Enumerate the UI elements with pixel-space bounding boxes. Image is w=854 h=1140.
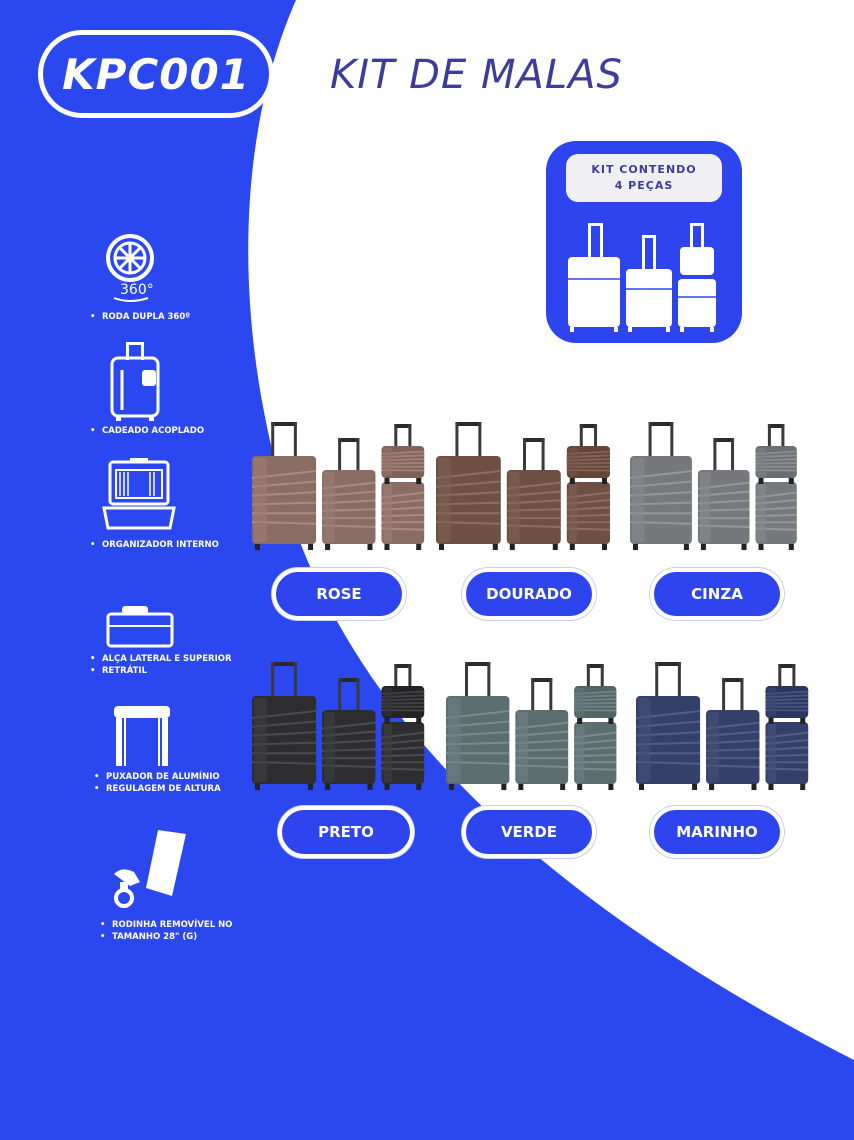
suitcase-vanity <box>566 424 611 484</box>
kit-label-line1: KIT CONTENDO <box>591 163 697 176</box>
wheel-360-icon: 360° <box>106 234 154 302</box>
suitcase-vanity <box>381 424 425 484</box>
suitcase-large <box>251 422 317 550</box>
product-code: KPC001 <box>62 49 250 99</box>
feature-organizer: ORGANIZADOR INTERNO <box>90 458 219 551</box>
luggage-set-cinza <box>629 422 797 550</box>
handle-icon <box>106 606 174 648</box>
feature-label-line2: TAMANHO 28" (G) <box>100 932 197 943</box>
feature-padlock: CADEADO ACOPLADO <box>90 340 204 437</box>
suitcase-vanity <box>755 424 797 484</box>
feature-wheel-360: 360° RODA DUPLA 360º <box>90 228 190 323</box>
feature-label-line2: RETRÁTIL <box>90 666 147 677</box>
suitcase-vanity <box>765 664 809 724</box>
color-button-rose[interactable]: ROSE <box>272 568 406 620</box>
suitcase-medium <box>321 678 376 790</box>
telescopic-handle-icon <box>114 706 170 766</box>
feature-label: RODA DUPLA 360º <box>90 312 190 323</box>
suitcase-medium <box>515 678 569 790</box>
suitcase-large <box>635 662 701 790</box>
suitcase-medium <box>705 678 760 790</box>
open-suitcase-icon <box>102 458 176 530</box>
suitcase-vanity <box>574 664 617 724</box>
page-title: KIT DE MALAS <box>330 52 623 98</box>
suitcase-large <box>445 662 510 790</box>
luggage-set-marinho <box>635 662 809 790</box>
feature-label-line1: RODINHA REMOVÍVEL NO <box>100 920 232 931</box>
color-button-preto[interactable]: PRETO <box>278 806 414 858</box>
color-button-cinza[interactable]: CINZA <box>650 568 784 620</box>
feature-label-line1: ALÇA LATERAL E SUPERIOR <box>90 654 231 665</box>
feature-label: CADEADO ACOPLADO <box>90 426 204 437</box>
feature-label-line1: PUXADOR DE ALUMÍNIO <box>94 772 220 783</box>
feature-telescopic: PUXADOR DE ALUMÍNIO REGULAGEM DE ALTURA <box>94 704 221 795</box>
suitcase-medium <box>697 438 750 550</box>
product-code-badge: KPC001 <box>38 30 274 118</box>
luggage-set-verde <box>445 662 617 790</box>
suitcase-vanity <box>381 664 425 724</box>
wheel-360-badge: 360° <box>120 282 154 298</box>
suitcase-small <box>755 482 797 550</box>
feature-label-line2: REGULAGEM DE ALTURA <box>94 784 221 795</box>
luggage-set-preto <box>251 662 425 790</box>
feature-label: ORGANIZADOR INTERNO <box>90 540 219 551</box>
padlock-suitcase-icon <box>110 342 160 421</box>
kit-label-line2: 4 PEÇAS <box>614 179 674 192</box>
suitcase-small <box>381 482 425 550</box>
suitcase-small <box>381 722 425 790</box>
kit-label: KIT CONTENDO 4 PEÇAS <box>566 154 722 202</box>
suitcase-medium <box>321 438 376 550</box>
suitcase-small <box>566 482 611 550</box>
suitcase-small <box>574 722 617 790</box>
removable-wheel-icon <box>114 830 186 908</box>
suitcase-medium <box>506 438 561 550</box>
color-button-verde[interactable]: VERDE <box>462 806 596 858</box>
suitcase-small <box>765 722 809 790</box>
luggage-set-rose <box>251 422 425 550</box>
luggage-set-icon <box>568 223 716 332</box>
suitcase-large <box>629 422 693 550</box>
feature-handle: ALÇA LATERAL E SUPERIOR RETRÁTIL <box>90 604 232 677</box>
feature-removable-wheel: RODINHA REMOVÍVEL NO TAMANHO 28" (G) <box>100 826 232 943</box>
suitcase-large <box>251 662 317 790</box>
suitcase-large <box>435 422 501 550</box>
color-button-marinho[interactable]: MARINHO <box>650 806 784 858</box>
color-button-dourado[interactable]: DOURADO <box>462 568 596 620</box>
luggage-set-dourado <box>435 422 611 550</box>
kit-box: KIT CONTENDO 4 PEÇAS <box>546 141 742 343</box>
